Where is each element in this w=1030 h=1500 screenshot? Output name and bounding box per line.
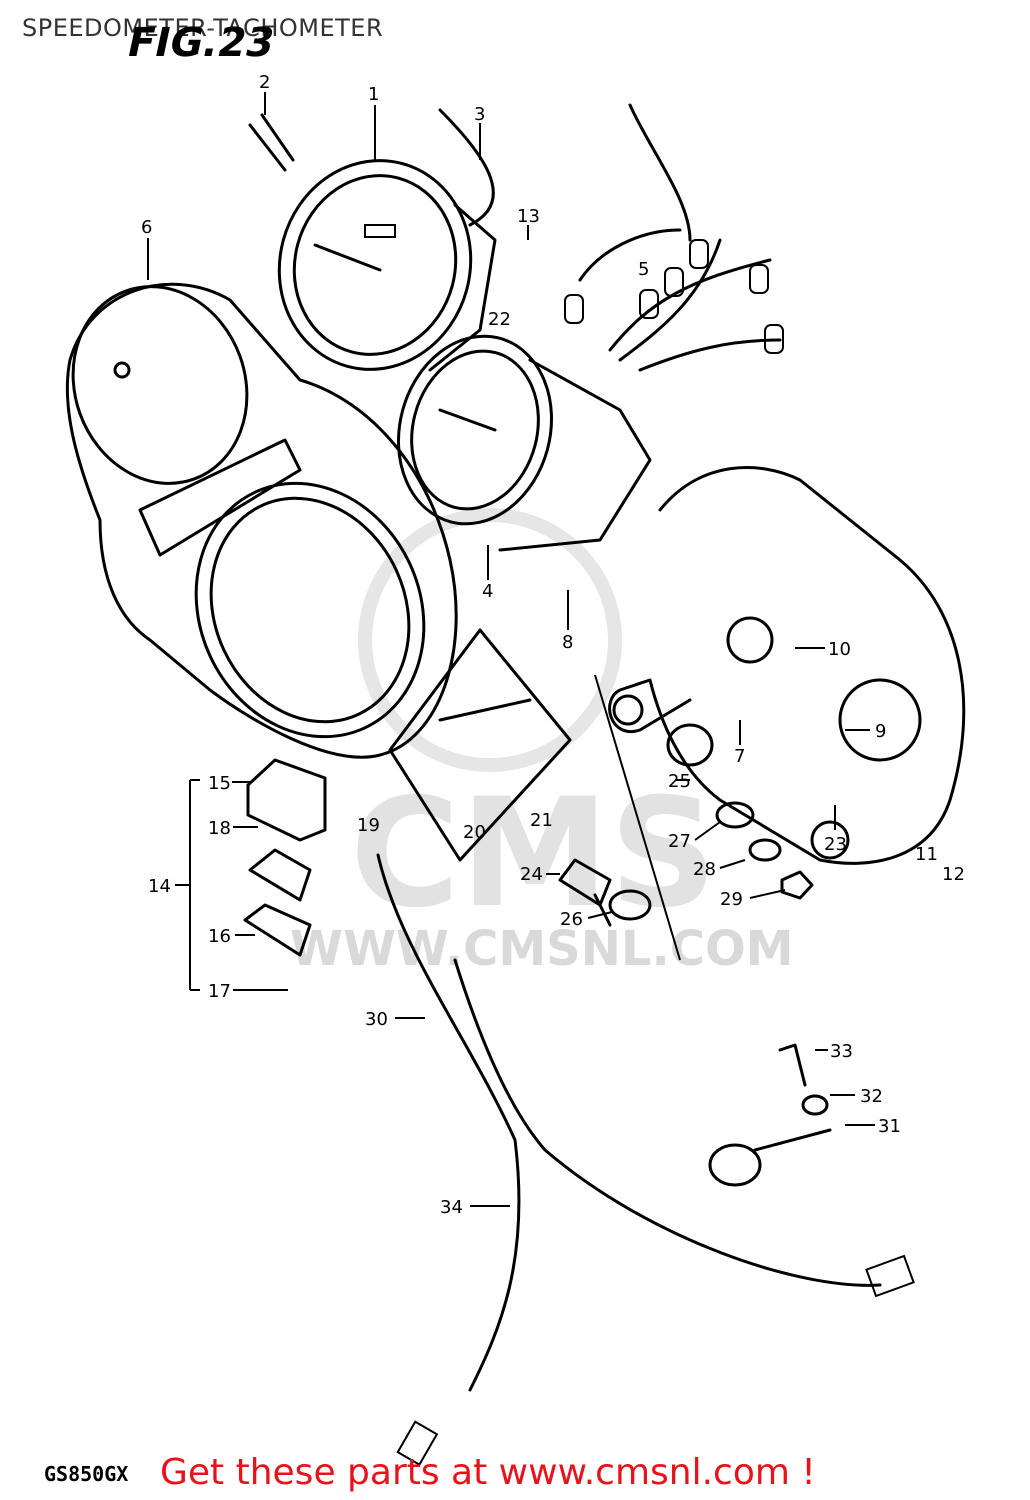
callout-5: 5 xyxy=(638,259,649,280)
callout-1: 1 xyxy=(368,84,379,105)
callout-20: 20 xyxy=(463,822,486,843)
callout-numbers: 1 2 3 4 5 6 7 8 9 10 11 12 13 14 15 16 1… xyxy=(141,72,965,1218)
lamp-wire xyxy=(438,108,495,227)
callout-28: 28 xyxy=(693,859,716,880)
callout-13: 13 xyxy=(517,206,540,227)
callout-2: 2 xyxy=(259,72,270,93)
wiring-harness xyxy=(564,103,784,372)
callout-18: 18 xyxy=(208,818,231,839)
callout-22: 22 xyxy=(488,309,511,330)
callout-11: 11 xyxy=(915,844,938,865)
callout-8: 8 xyxy=(562,632,573,653)
watermark-logo: CMS xyxy=(350,767,717,941)
callout-3: 3 xyxy=(474,104,485,125)
mounting-hardware xyxy=(558,674,814,961)
callout-9: 9 xyxy=(875,721,886,742)
callout-29: 29 xyxy=(720,889,743,910)
tachometer xyxy=(277,159,497,372)
bulb-socket xyxy=(248,113,295,172)
cable-clamp xyxy=(708,1043,832,1187)
indicator-bracket xyxy=(388,628,572,862)
watermark-url: WWW.CMSNL.COM xyxy=(290,921,794,977)
instrument-case xyxy=(65,282,458,759)
callout-25: 25 xyxy=(668,771,691,792)
callout-30: 30 xyxy=(365,1009,388,1030)
callout-14: 14 xyxy=(148,876,171,897)
callout-10: 10 xyxy=(828,639,851,660)
page-title: SPEEDOMETER-TACHOMETER xyxy=(22,14,384,42)
model-code: GS850GX xyxy=(44,1462,129,1486)
callout-16: 16 xyxy=(208,926,231,947)
callout-23: 23 xyxy=(824,834,847,855)
watermark: CMS WWW.CMSNL.COM xyxy=(290,508,794,977)
speedometer xyxy=(396,334,652,552)
callout-27: 27 xyxy=(668,831,691,852)
callout-7: 7 xyxy=(734,746,745,767)
callout-31: 31 xyxy=(878,1116,901,1137)
callout-17: 17 xyxy=(208,981,231,1002)
callout-21: 21 xyxy=(530,810,553,831)
callout-24: 24 xyxy=(520,864,543,885)
callout-34: 34 xyxy=(440,1197,463,1218)
leader-lines xyxy=(147,92,875,1207)
callout-6: 6 xyxy=(141,217,152,238)
callout-4: 4 xyxy=(482,581,493,602)
promo-link[interactable]: Get these parts at www.cmsnl.com ! xyxy=(160,1452,816,1493)
drive-cables xyxy=(376,853,915,1466)
callout-33: 33 xyxy=(830,1041,853,1062)
lower-case xyxy=(608,466,966,865)
callout-26: 26 xyxy=(560,909,583,930)
callout-12: 12 xyxy=(942,864,965,885)
callout-15: 15 xyxy=(208,773,231,794)
callout-19: 19 xyxy=(357,815,380,836)
callout-32: 32 xyxy=(860,1086,883,1107)
